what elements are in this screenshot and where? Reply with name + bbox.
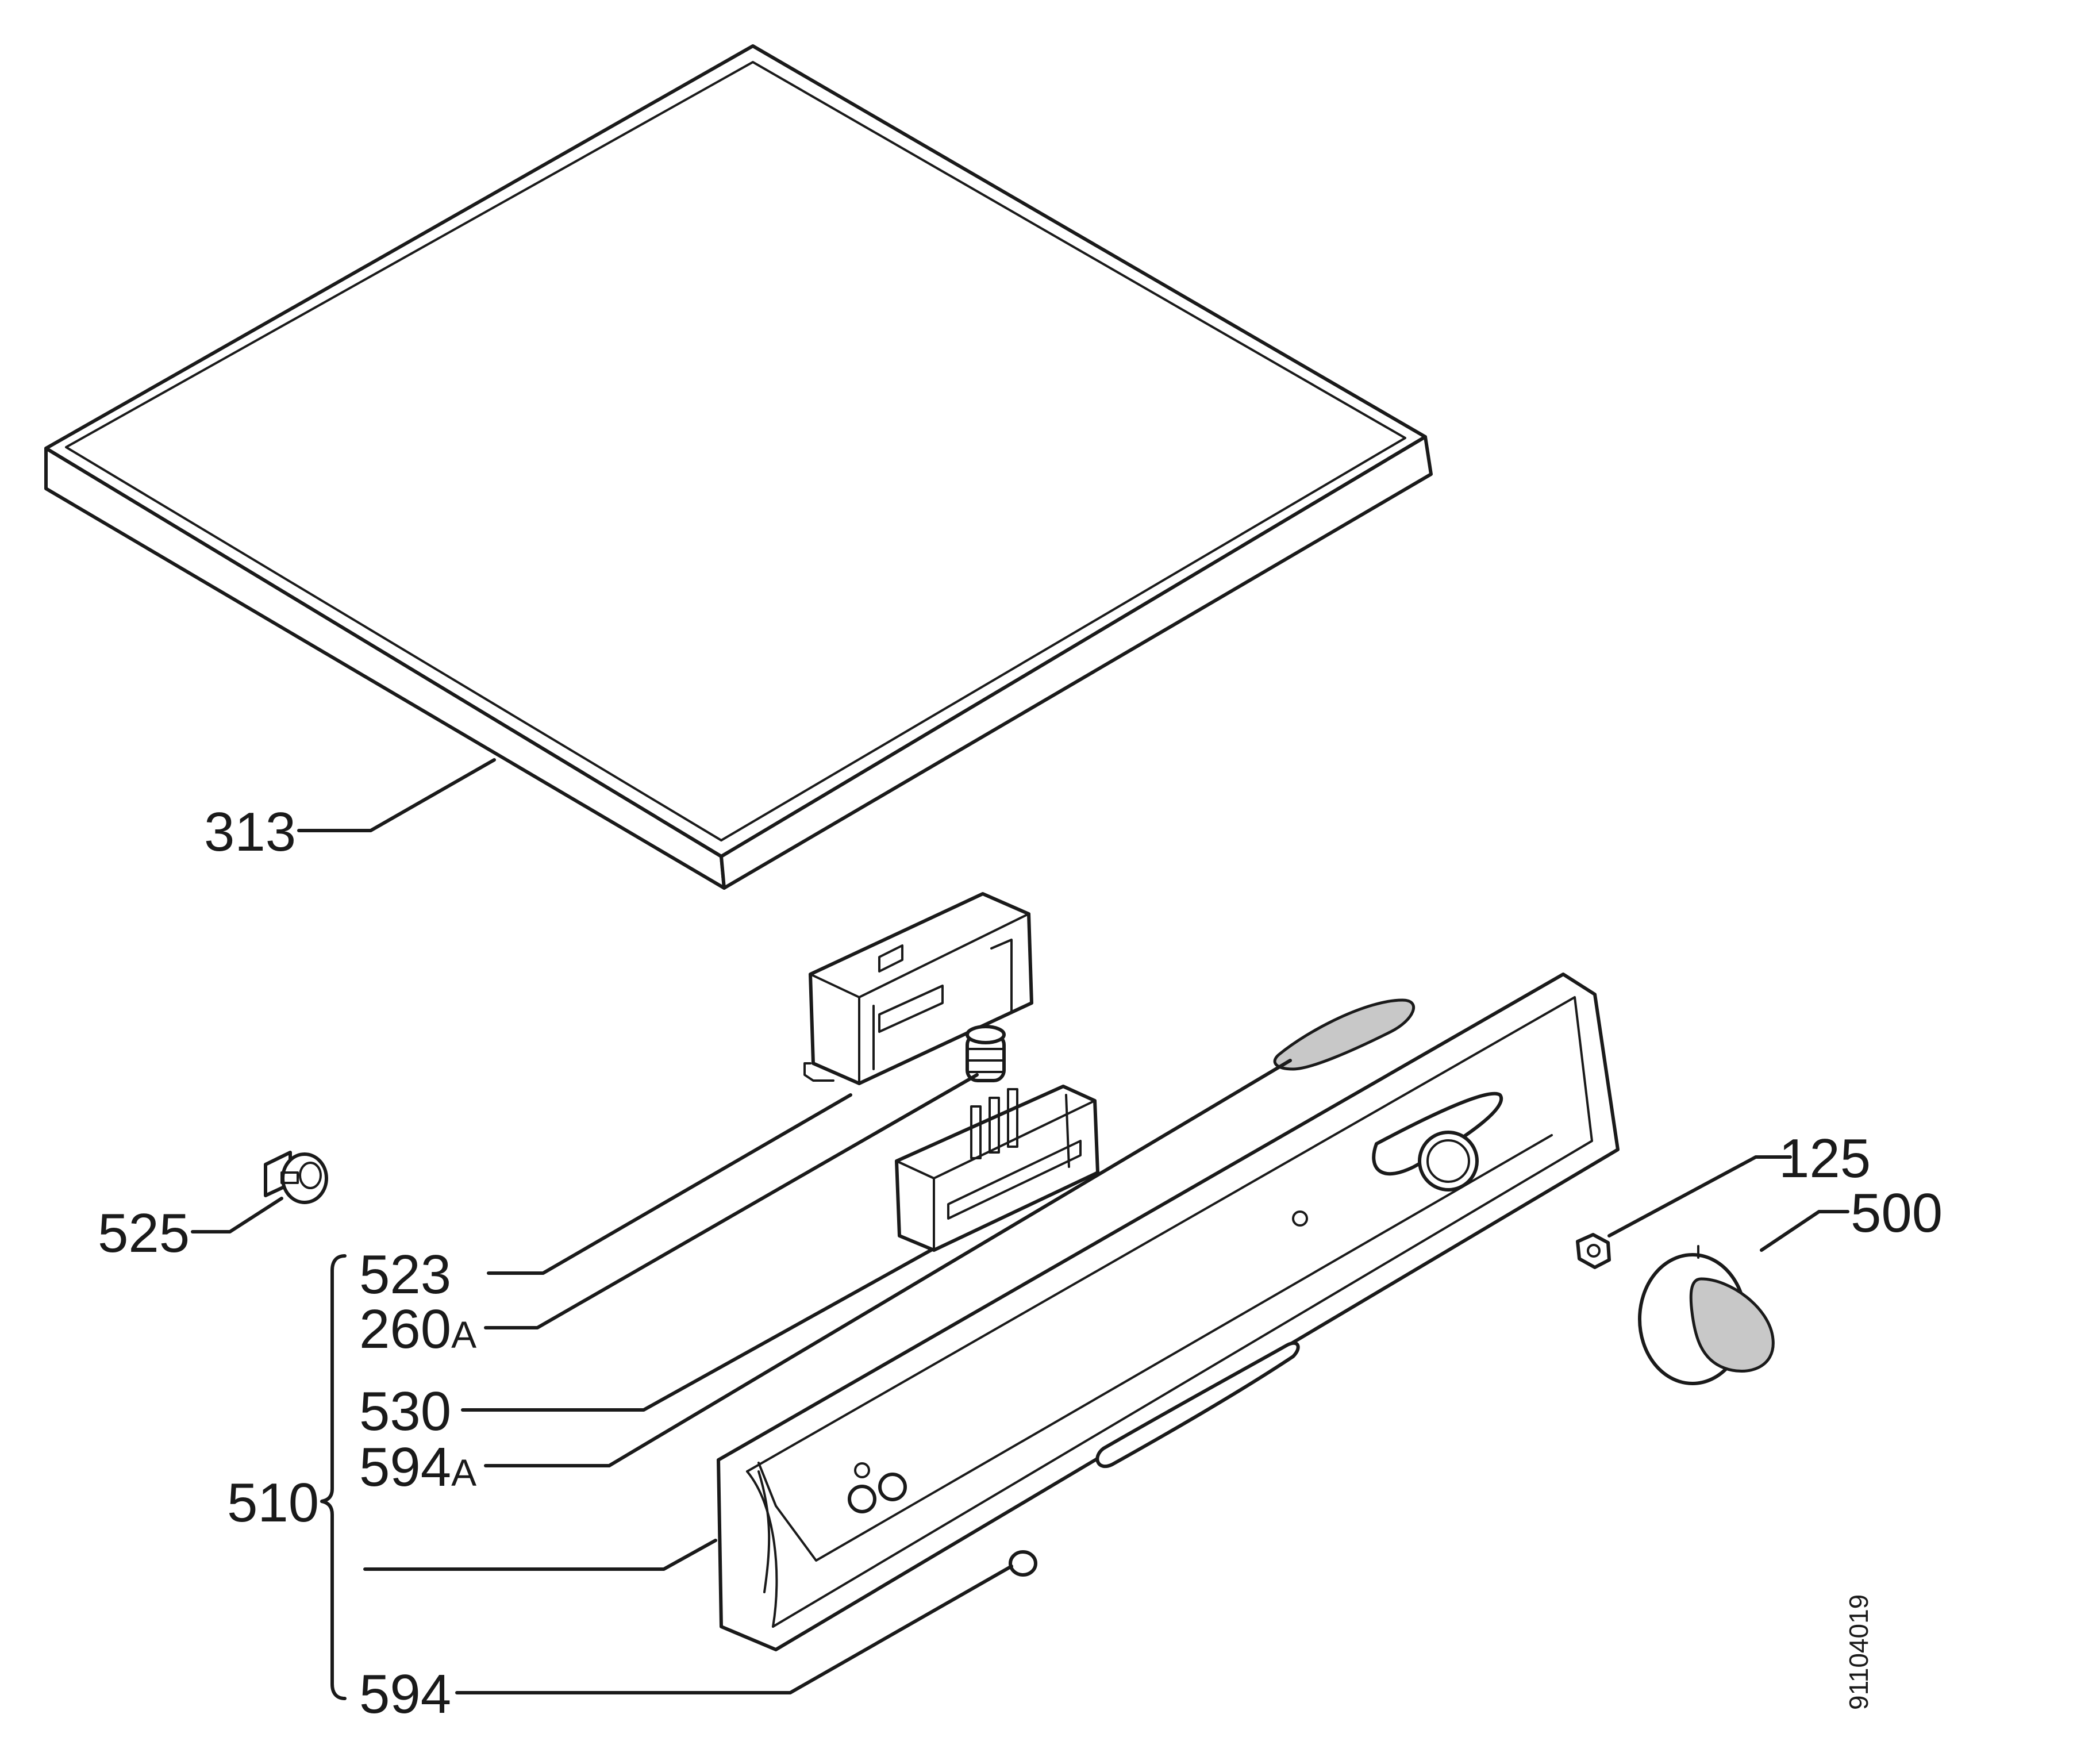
label-500: 500 bbox=[1851, 1182, 1943, 1244]
label-530: 530 bbox=[359, 1381, 451, 1442]
group-bracket bbox=[320, 1254, 347, 1700]
control-panel bbox=[717, 973, 1620, 1651]
part-labels: 313 525 523 260A 530 594A 510 594 125 50… bbox=[98, 801, 1943, 1725]
label-260A: 260A bbox=[359, 1298, 476, 1360]
rotary-knob bbox=[1638, 1245, 1775, 1385]
leader-lines bbox=[191, 758, 1849, 1694]
label-125: 125 bbox=[1779, 1128, 1871, 1189]
label-523: 523 bbox=[359, 1244, 451, 1305]
label-594A: 594A bbox=[359, 1436, 476, 1498]
top-cover-panel bbox=[44, 44, 1433, 890]
housing-insert bbox=[895, 1085, 1099, 1252]
spring-cylinder bbox=[966, 1025, 1006, 1082]
document-number: 91104019 bbox=[1844, 1594, 1874, 1710]
nut bbox=[1576, 1233, 1611, 1269]
label-510: 510 bbox=[227, 1472, 319, 1534]
housing-bracket bbox=[803, 892, 1033, 1085]
label-313: 313 bbox=[204, 801, 296, 863]
label-594: 594 bbox=[359, 1663, 451, 1725]
small-plug bbox=[264, 1151, 328, 1204]
small-button bbox=[1009, 1550, 1037, 1577]
label-525: 525 bbox=[98, 1202, 190, 1264]
